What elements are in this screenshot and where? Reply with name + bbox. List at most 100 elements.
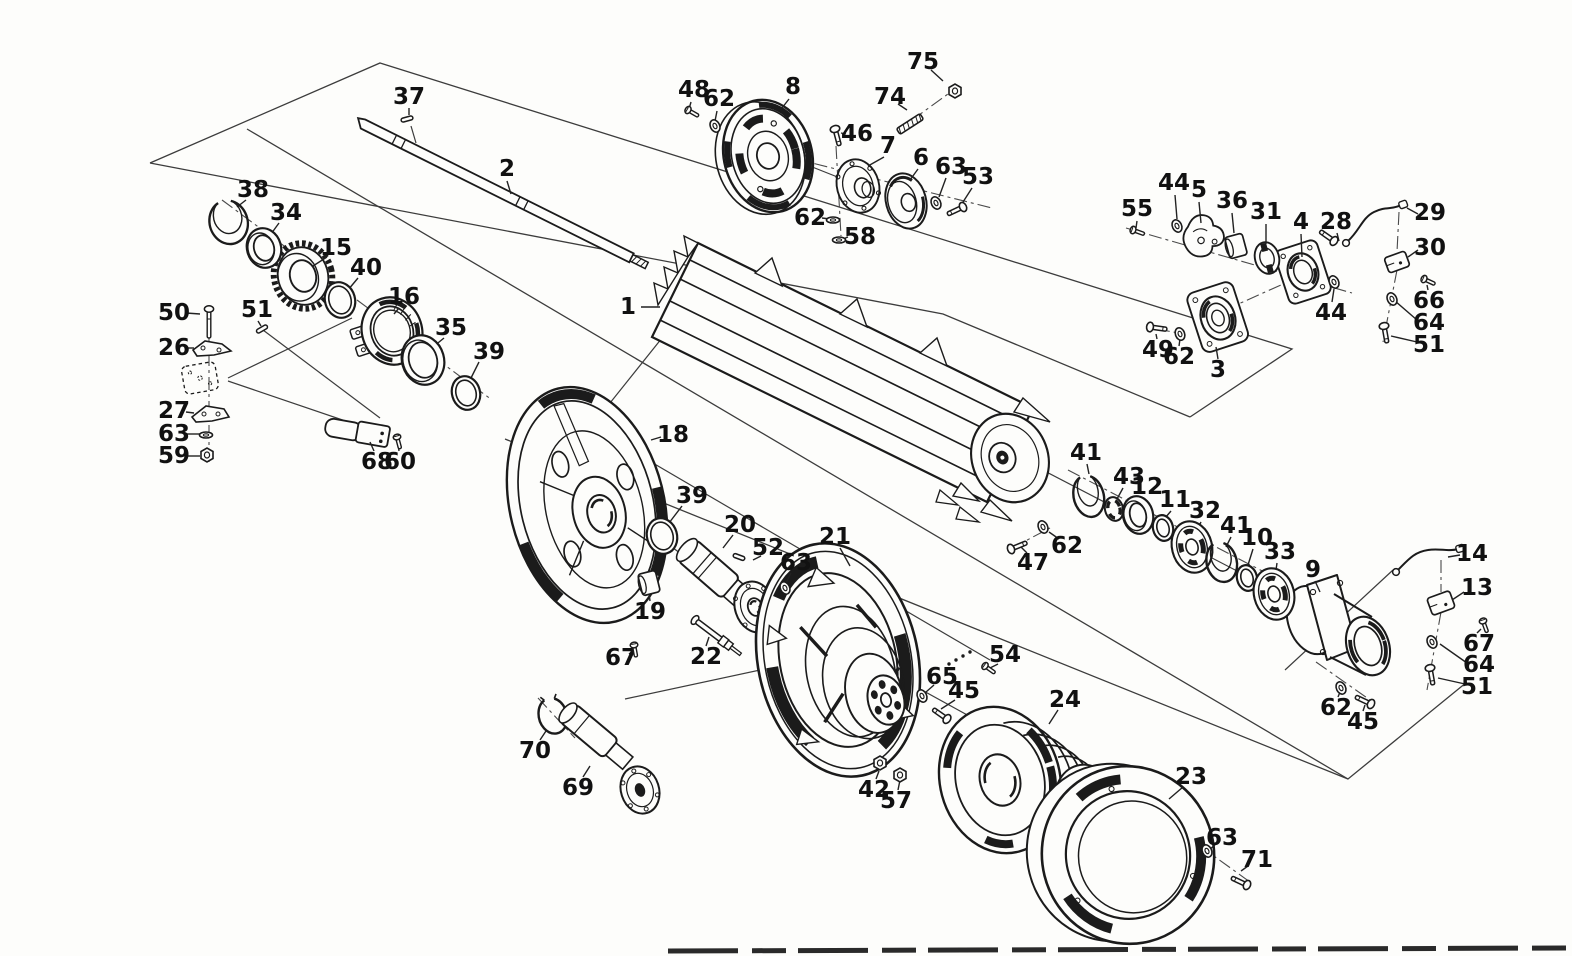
- part-23-rim-ring: [1025, 762, 1216, 946]
- part-label-15-14: 15: [320, 235, 352, 261]
- part-19-smallcyl: [637, 569, 661, 597]
- part-label-34-31: 34: [270, 200, 302, 226]
- panel-outline-upper: [149, 62, 1294, 418]
- part-62-fastener: [1035, 518, 1051, 536]
- part-label-27-24: 27: [158, 398, 190, 424]
- label-leader-36-33: [1231, 212, 1235, 234]
- part-label-64-73: 64: [1463, 652, 1495, 678]
- part-label-53-56: 53: [962, 164, 994, 190]
- part-4-bearing-housing: [1274, 239, 1332, 305]
- label-leader-29-26: [1406, 207, 1419, 215]
- part-26-bracket: [191, 340, 233, 357]
- part-label-63-71: 63: [1206, 825, 1238, 851]
- part-11-ringthin: [1151, 514, 1175, 542]
- part-label-22-20: 22: [690, 644, 722, 670]
- part-59-fastener: [200, 447, 214, 463]
- bolt-circle-dots-65: [947, 650, 972, 666]
- part-label-41-40: 41: [1220, 513, 1252, 539]
- part-label-62-67: 62: [1320, 695, 1352, 721]
- part-30-clamp-block: [1383, 250, 1411, 274]
- part-62-fastener: [707, 117, 723, 135]
- part-label-26-23: 26: [158, 335, 190, 361]
- part-label-49-50: 49: [1142, 337, 1174, 363]
- part-63-fastener: [198, 431, 214, 439]
- part-29-cable: [1341, 199, 1409, 248]
- part-label-54-57: 54: [989, 642, 1021, 668]
- part-62-fastener: [1172, 325, 1188, 343]
- part-9-housing-tube: [1285, 574, 1392, 677]
- part-41-cring: [1205, 541, 1239, 584]
- part-label-13-12: 13: [1461, 575, 1493, 601]
- part-1-beater-drum: [650, 234, 1051, 523]
- part-label-6-5: 6: [913, 145, 929, 171]
- part-70-snap-ring: [537, 693, 569, 735]
- part-35-ring2: [400, 334, 446, 386]
- part-14-cable: [1391, 543, 1466, 577]
- part-ghost-plate: [180, 361, 220, 395]
- part-label-42-41: 42: [858, 777, 890, 803]
- part-label-23-21: 23: [1175, 764, 1207, 790]
- part-label-1-0: 1: [620, 294, 636, 320]
- part-7-flange: [835, 158, 882, 214]
- part-label-45-45: 45: [948, 678, 980, 704]
- part-label-4-3: 4: [1293, 209, 1309, 235]
- part-label-24-22: 24: [1049, 687, 1081, 713]
- part-label-66-75: 66: [1413, 288, 1445, 314]
- part-label-33-30: 33: [1264, 539, 1296, 565]
- label-leader-18-16: [650, 436, 662, 441]
- part-18-disc-wheel: [505, 385, 669, 625]
- part-48-fastener: [682, 104, 702, 121]
- label-leader-8-7: [781, 98, 790, 109]
- part-74-fastener: [895, 112, 925, 136]
- label-leader-21-19: [839, 547, 851, 567]
- part-label-63-68: 63: [158, 421, 190, 447]
- part-label-11-10: 11: [1159, 487, 1191, 513]
- part-49-fastener: [1145, 320, 1169, 335]
- part-15-sprocket: [270, 240, 336, 312]
- label-leader-9-8: [1314, 580, 1321, 593]
- label-leader-43-42: [1116, 487, 1124, 500]
- small-parts: [198, 83, 1492, 892]
- part-34-ring2: [245, 227, 283, 269]
- part-label-32-29: 32: [1189, 498, 1221, 524]
- label-leader-49-50: [1155, 333, 1158, 340]
- part-label-44-43: 44: [1158, 170, 1190, 196]
- label-leader-22-20: [705, 636, 710, 647]
- part-label-20-18: 20: [724, 512, 756, 538]
- label-leader-52-55: [752, 555, 762, 561]
- part-39-ringthin: [450, 375, 482, 411]
- label-leader-66-75: [1426, 284, 1429, 291]
- label-leader-5-4: [1198, 201, 1202, 224]
- part-label-51-54: 51: [1461, 674, 1493, 700]
- part-label-44-44: 44: [1315, 300, 1347, 326]
- part-label-41-39: 41: [1070, 440, 1102, 466]
- part-label-29-26: 29: [1414, 200, 1446, 226]
- label-leader-27-24: [185, 411, 195, 414]
- part-33-slotdisc: [1252, 567, 1296, 621]
- part-50-fastener: [203, 305, 215, 339]
- part-label-45-46: 45: [1347, 709, 1379, 735]
- label-leader-62-65: [1048, 531, 1060, 540]
- part-label-18-16: 18: [657, 422, 689, 448]
- part-label-43-42: 43: [1113, 464, 1145, 490]
- part-label-57-59: 57: [880, 788, 912, 814]
- label-leader-45-46: [1362, 704, 1366, 712]
- part-42-fastener: [873, 755, 887, 771]
- part-44-fastener: [1169, 217, 1185, 235]
- label-leader-64-72: [1394, 300, 1418, 321]
- label-leader-67-77: [1476, 628, 1482, 634]
- part-label-58-60: 58: [844, 224, 876, 250]
- label-leader-64-73: [1439, 643, 1468, 664]
- part-label-69-79: 69: [562, 775, 594, 801]
- part-label-40-38: 40: [350, 255, 382, 281]
- part-62-fastener: [825, 216, 841, 224]
- part-40-ringthin: [323, 281, 357, 319]
- part-label-50-51: 50: [158, 300, 190, 326]
- label-leader-6-5: [909, 168, 919, 181]
- label-leader-69-79: [582, 765, 591, 778]
- part-51-fastener: [1423, 663, 1439, 687]
- part-label-10-9: 10: [1241, 525, 1273, 551]
- part-27-bracket: [190, 405, 231, 423]
- part-label-63-69: 63: [935, 154, 967, 180]
